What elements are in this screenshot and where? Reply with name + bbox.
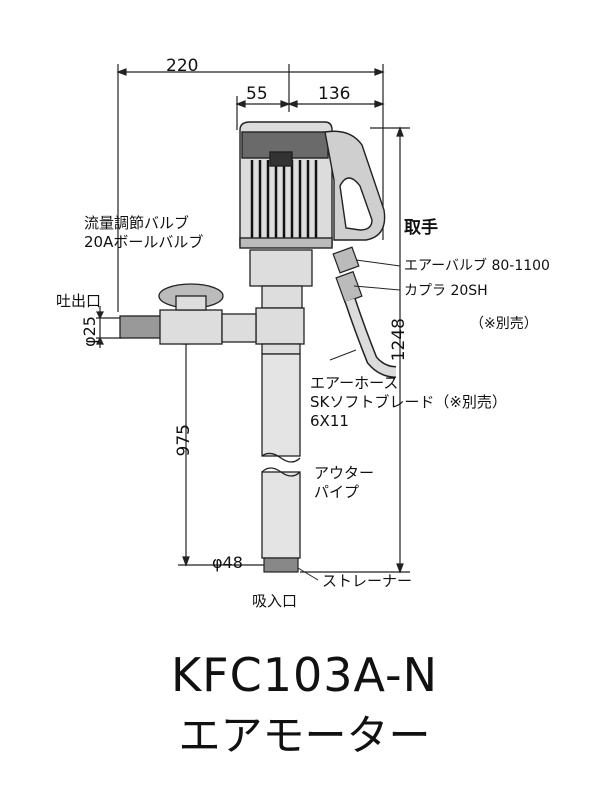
outer-pipe — [261, 353, 301, 559]
flow-valve-line2: 20Aボールバルブ — [84, 232, 204, 251]
dim-tube-length: 975 — [174, 424, 194, 457]
dim-outlet-dia: φ25 — [80, 316, 99, 347]
label-outer-pipe: アウター パイプ — [314, 464, 374, 502]
top-dimension-lines — [116, 64, 385, 312]
label-handle: 取手 — [404, 218, 438, 238]
label-strainer: ストレーナー — [322, 572, 413, 590]
outer-pipe-line2: パイプ — [314, 482, 360, 501]
label-air-hose: エアーホース SKソフトブレード（※別売） 6X11 — [310, 374, 507, 430]
dim-right-offset: 136 — [318, 84, 351, 104]
air-hose-line1: エアーホース — [310, 374, 399, 392]
pump-diagram — [96, 64, 410, 581]
label-outlet: 吐出口 — [56, 292, 102, 310]
air-hose-line3: 6X11 — [310, 411, 349, 430]
label-flow-valve: 流量調節バルブ 20Aボールバルブ — [84, 214, 203, 252]
dim-total-height: 1248 — [389, 318, 409, 362]
label-air-valve: エアーバルブ 80-1100 — [404, 258, 550, 274]
ball-valve — [119, 283, 257, 345]
label-inlet: 吸入口 — [252, 592, 298, 610]
label-sold-separately: （※別売） — [470, 316, 538, 332]
pump-head — [249, 249, 313, 355]
air-hose-line2: SKソフトブレード（※別売） — [310, 392, 507, 411]
flow-valve-line1: 流量調節バルブ — [84, 214, 190, 232]
dim-total-width: 220 — [166, 56, 199, 76]
dim-left-offset: 55 — [246, 84, 268, 104]
dim-tube-dia: φ48 — [212, 553, 243, 572]
air-valve — [332, 246, 363, 304]
outer-pipe-line1: アウター — [314, 464, 375, 482]
label-coupler: カプラ 20SH — [404, 283, 488, 299]
height-dimension-line — [300, 126, 410, 574]
handle — [324, 130, 386, 241]
product-type: エアモーター — [178, 711, 431, 760]
air-motor — [239, 121, 333, 249]
strainer — [263, 557, 299, 573]
outlet-dimension-line — [96, 306, 122, 348]
model-number: KFC103A-N — [170, 648, 438, 702]
